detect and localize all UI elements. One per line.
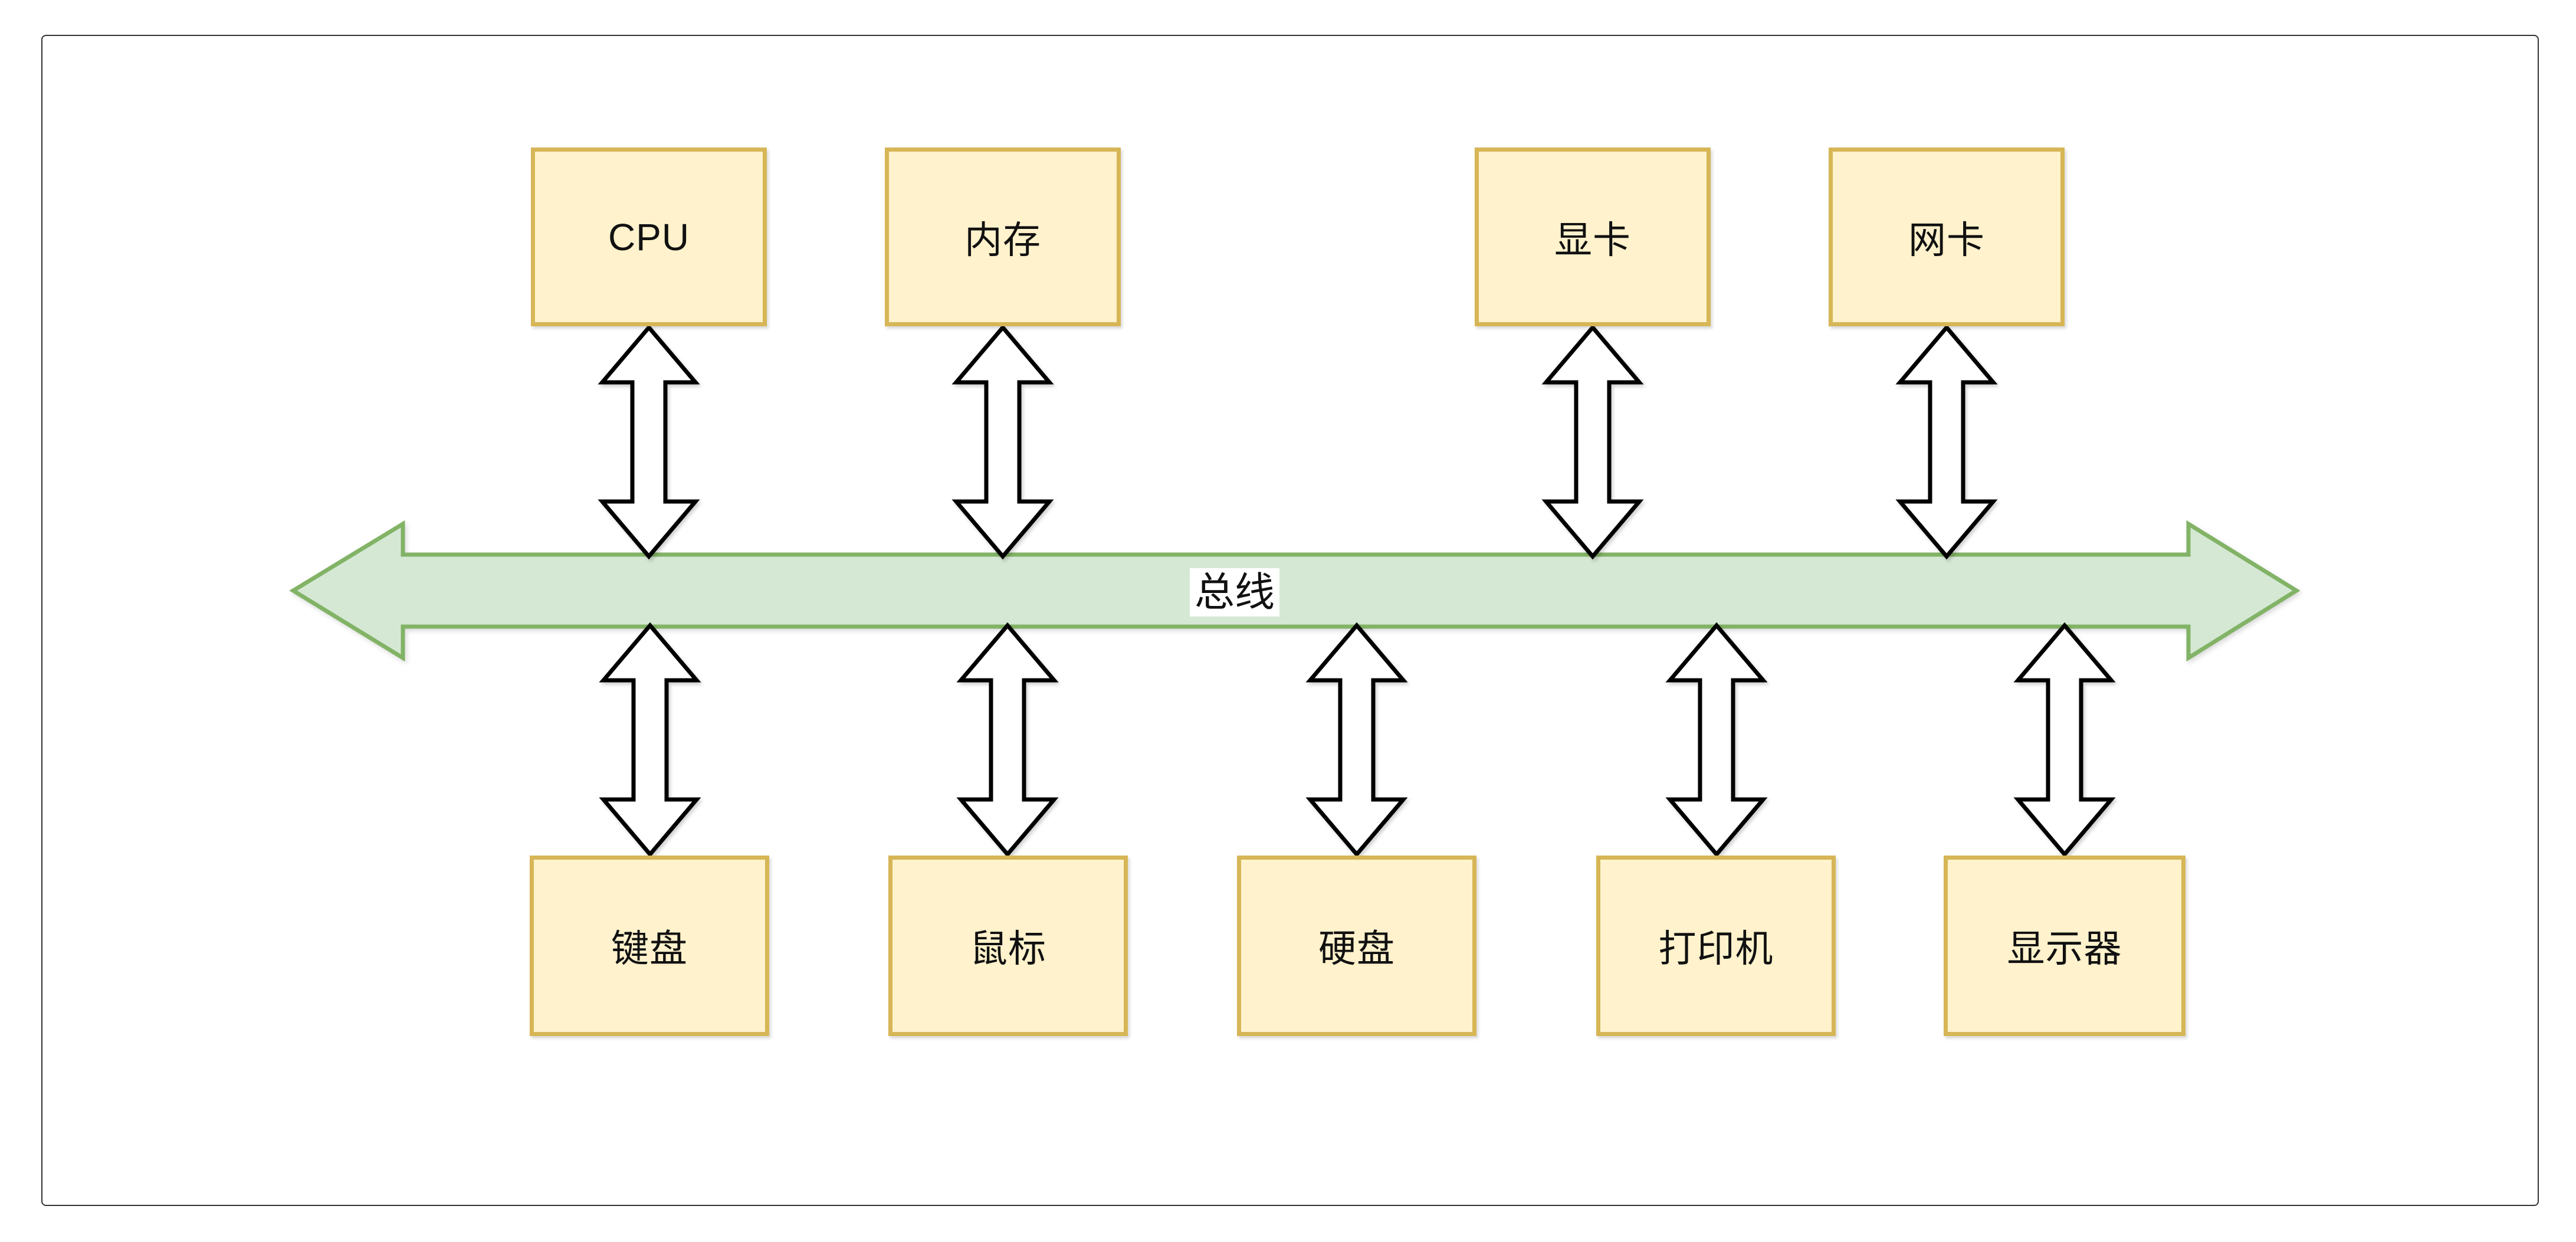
node-mouse[interactable]: 鼠标 — [888, 856, 1128, 1036]
node-monitor-label: 显示器 — [2007, 928, 2122, 970]
arrow-memory-bus[interactable] — [951, 324, 1054, 560]
arrow-bus-monitor[interactable] — [2013, 622, 2116, 858]
arrow-bus-mouse[interactable] — [956, 622, 1059, 858]
arrow-graphics-card-bus[interactable] — [1541, 324, 1644, 560]
node-cpu[interactable]: CPU — [531, 148, 767, 326]
arrow-bus-hard-disk[interactable] — [1305, 622, 1408, 858]
node-hard-disk[interactable]: 硬盘 — [1237, 856, 1476, 1036]
diagram-frame — [41, 35, 2539, 1206]
node-mouse-label: 鼠标 — [970, 928, 1046, 970]
node-keyboard[interactable]: 键盘 — [530, 856, 769, 1036]
bus-double-arrow[interactable] — [289, 520, 2301, 662]
arrow-bus-printer[interactable] — [1665, 622, 1768, 858]
node-memory[interactable]: 内存 — [885, 148, 1121, 326]
arrow-bus-keyboard[interactable] — [599, 622, 701, 858]
node-graphics-card[interactable]: 显卡 — [1475, 148, 1711, 326]
node-printer[interactable]: 打印机 — [1596, 856, 1836, 1036]
bus-label: 总线 — [1189, 568, 1280, 617]
node-printer-label: 打印机 — [1658, 928, 1774, 970]
node-graphics-card-label: 显卡 — [1554, 218, 1631, 261]
arrow-network-card-bus[interactable] — [1895, 324, 1998, 560]
node-monitor[interactable]: 显示器 — [1944, 856, 2186, 1036]
node-keyboard-label: 键盘 — [611, 928, 688, 970]
node-network-card[interactable]: 网卡 — [1829, 148, 2065, 326]
node-cpu-label: CPU — [608, 215, 690, 258]
arrow-cpu-bus[interactable] — [598, 324, 700, 560]
node-hard-disk-label: 硬盘 — [1318, 928, 1395, 970]
node-memory-label: 内存 — [964, 218, 1041, 261]
node-network-card-label: 网卡 — [1908, 218, 1985, 261]
